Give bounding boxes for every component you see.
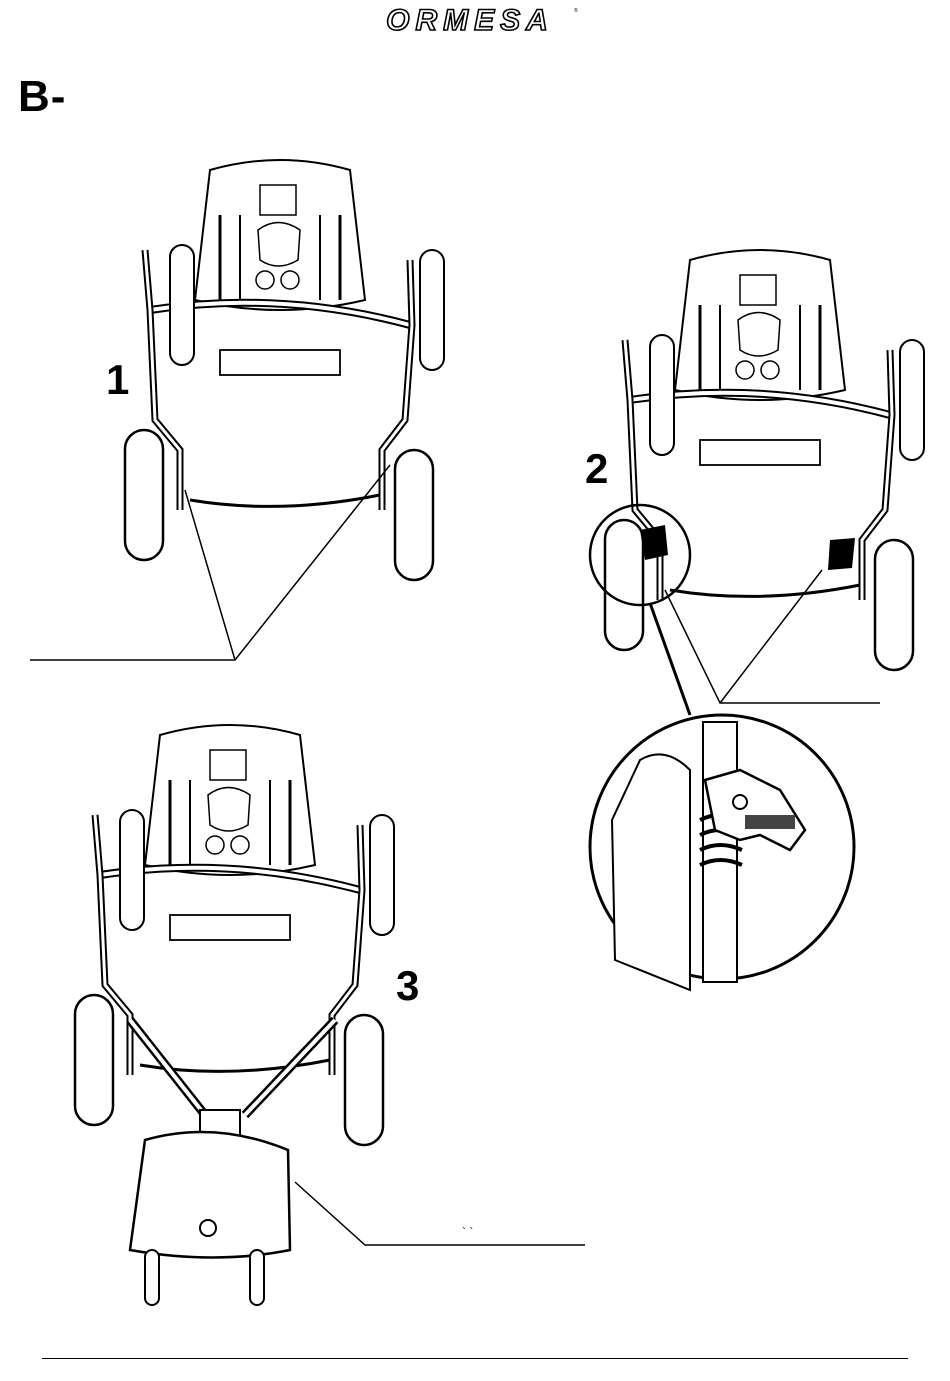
footer-rule: [42, 1358, 908, 1359]
footrest-board: [130, 1132, 290, 1258]
leader-line-2: [665, 590, 880, 703]
figure-step-1: [125, 160, 444, 580]
leader-line-3: [295, 1182, 585, 1245]
detail-magnified-view: [590, 715, 854, 990]
figure-step-3: [75, 725, 394, 1145]
